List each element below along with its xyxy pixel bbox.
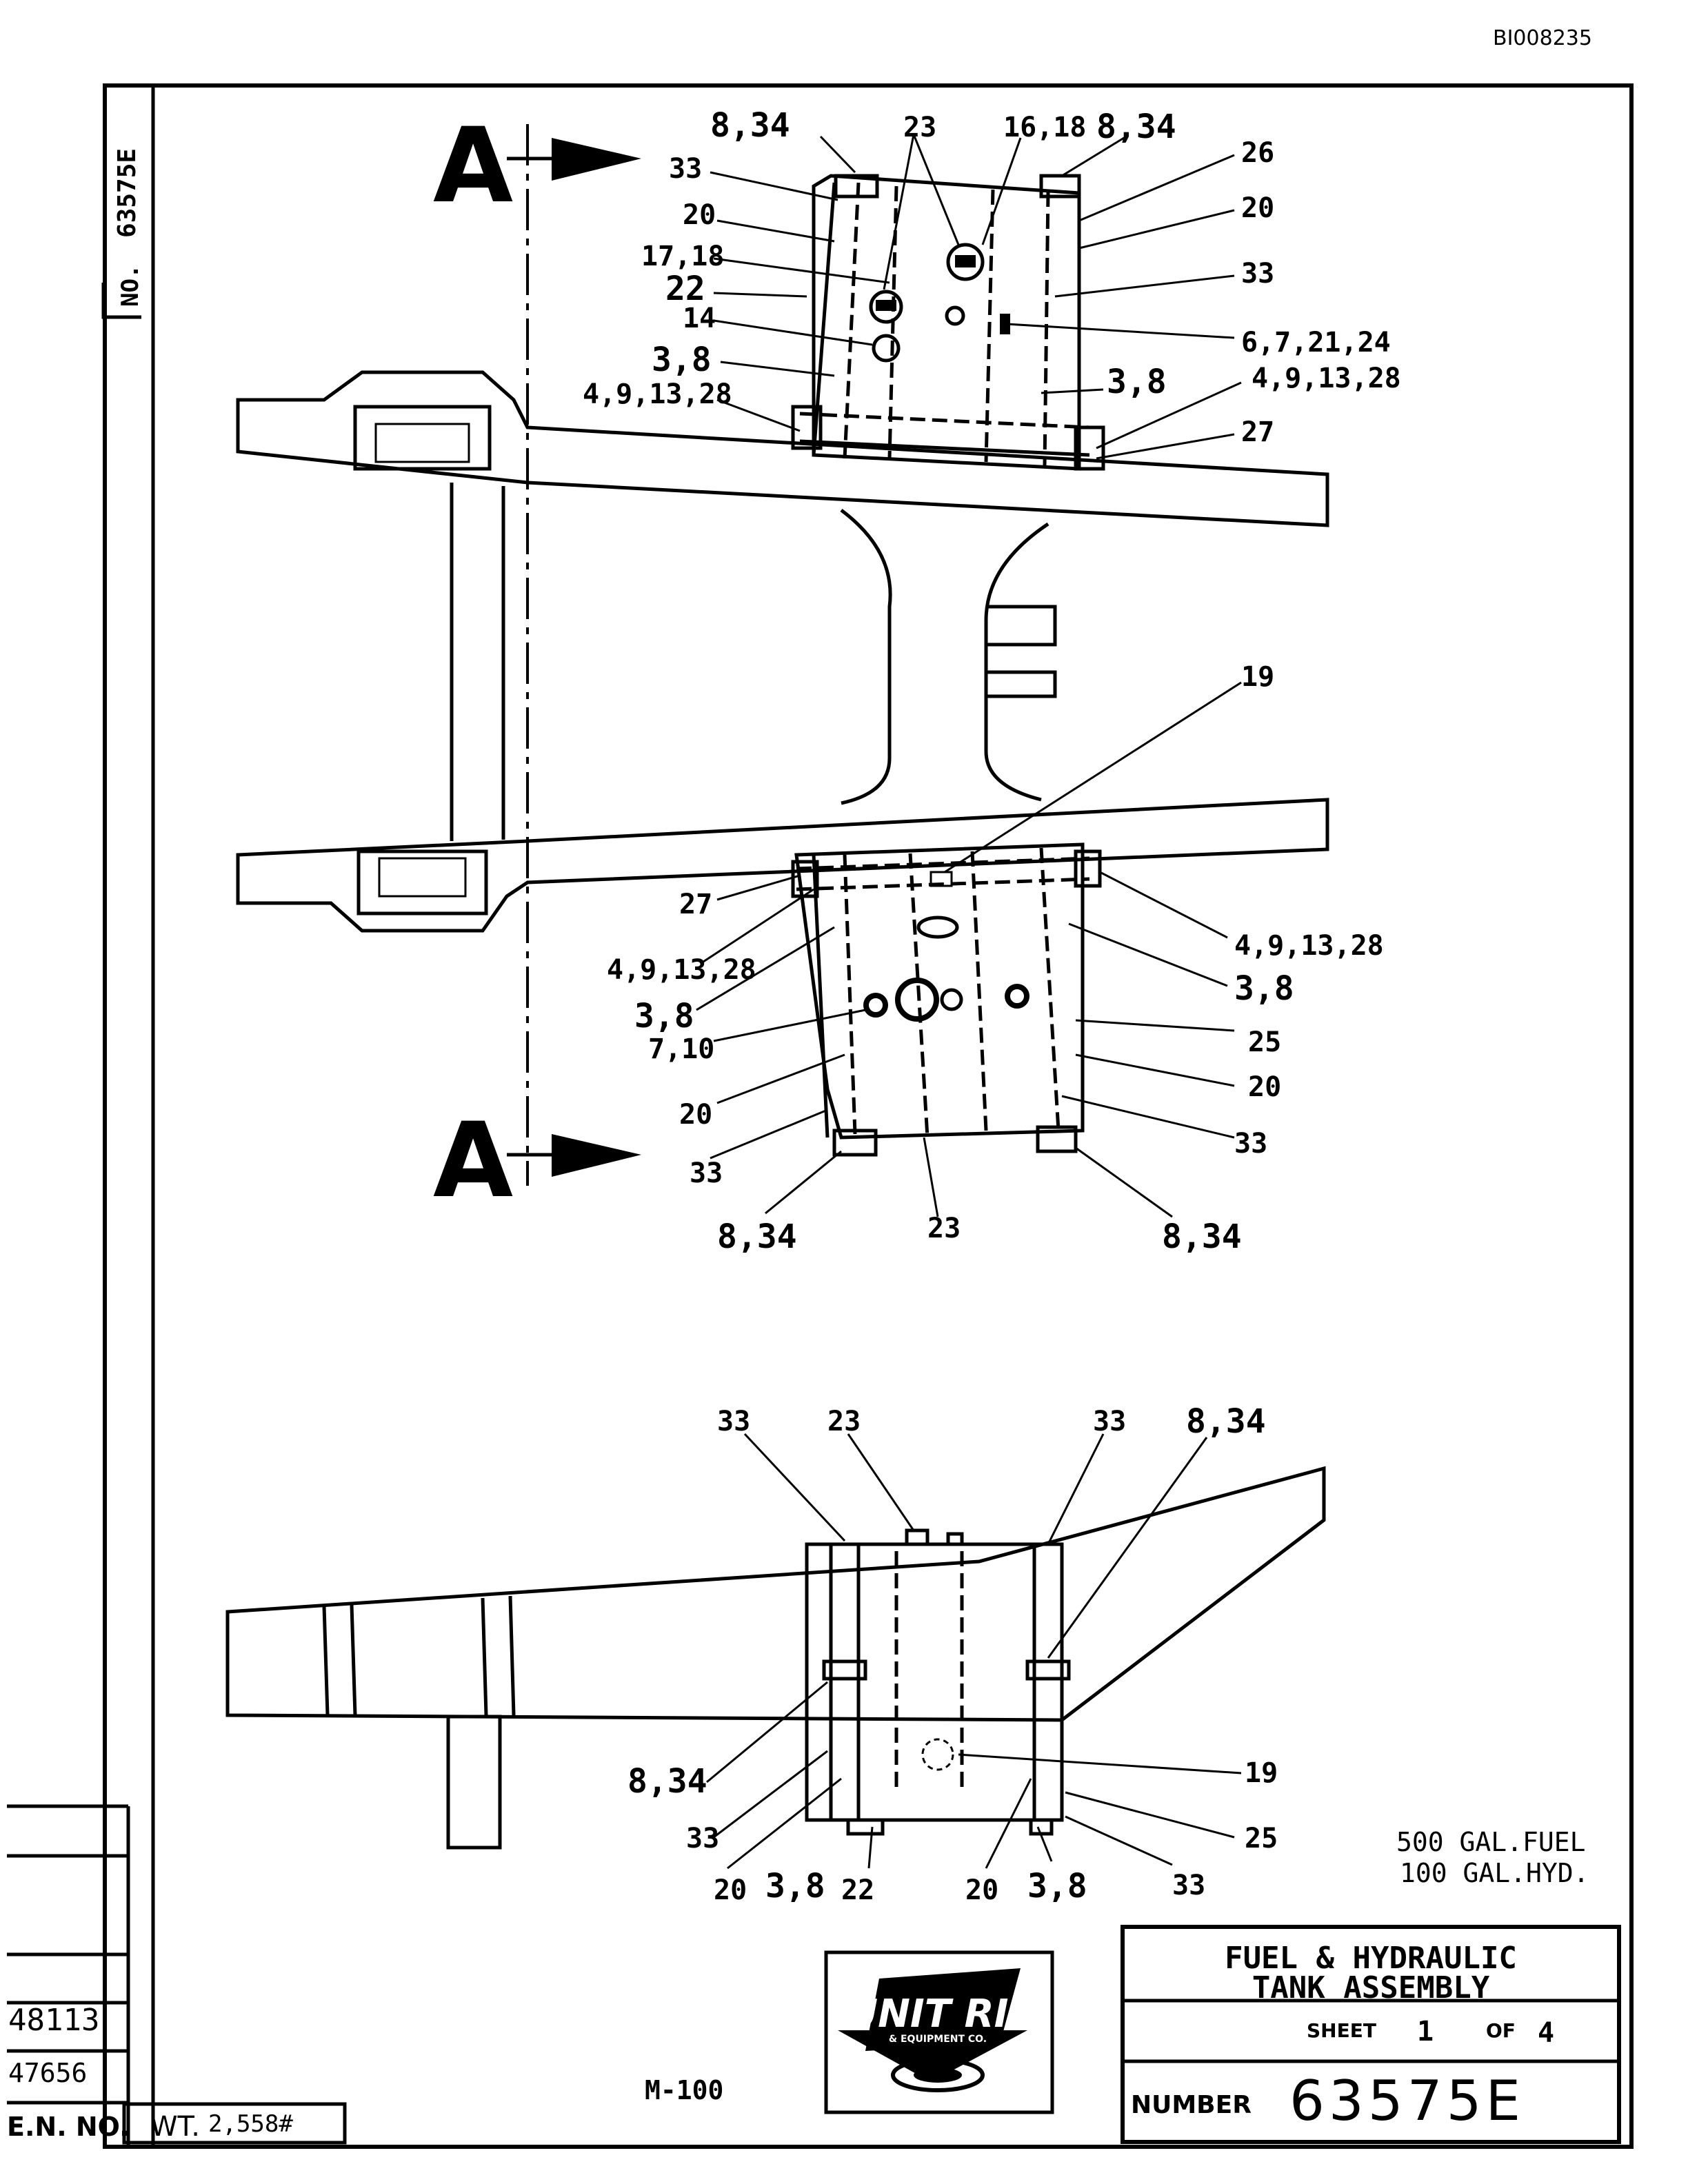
svg-text:A: A <box>433 1101 513 1221</box>
callout: 7,10 <box>648 1033 714 1065</box>
weight-block: WT. 2,558# <box>122 2102 347 2145</box>
side-drawing-number: 63575E <box>113 148 141 238</box>
svg-text:2,558#: 2,558# <box>208 2110 293 2138</box>
sheet-label: SHEET <box>1307 2019 1376 2042</box>
callout: 23 <box>927 1213 961 1244</box>
callout: 22 <box>841 1874 874 1906</box>
lower-tank <box>791 842 1102 1157</box>
title-line2: TANK ASSEMBLY <box>1252 1970 1490 2005</box>
capacity-hyd: 100 GAL.HYD. <box>1400 1858 1589 1888</box>
callout: 3,8 <box>1027 1867 1087 1905</box>
callout: 8,34 <box>1186 1402 1266 1441</box>
side-no-label: NO. <box>117 265 144 307</box>
callout: 19 <box>1241 661 1274 693</box>
top-view-frame <box>236 370 1329 933</box>
svg-text:UNIT RIG: UNIT RIG <box>847 1992 1041 2036</box>
callout: 23 <box>827 1406 861 1437</box>
callout: 8,34 <box>627 1762 707 1801</box>
callout: 33 <box>1172 1870 1205 1901</box>
drawing-border <box>103 83 1634 2149</box>
callout: 25 <box>1245 1823 1278 1854</box>
svg-text:47656: 47656 <box>8 2058 87 2088</box>
callout: 8,34 <box>1162 1217 1242 1256</box>
title-block: FUEL & HYDRAULIC TANK ASSEMBLY SHEET 1 O… <box>1121 1925 1621 2144</box>
number-label: NUMBER <box>1131 2091 1252 2119</box>
callout: 33 <box>690 1157 723 1189</box>
callout: 33 <box>1234 1128 1267 1160</box>
lower-tank-labels: 19 27 4,9,13,28 4,9,13,28 3,8 3,8 7,10 2… <box>607 661 1384 1256</box>
section-marker-bottom: A <box>433 1101 641 1221</box>
side-view-tank <box>805 1528 1071 1836</box>
svg-text:WT.: WT. <box>150 2111 200 2143</box>
callout: 22 <box>665 270 705 308</box>
callout: 25 <box>1248 1027 1281 1058</box>
callout: 20 <box>714 1874 747 1906</box>
callout: 8,34 <box>1096 108 1176 146</box>
svg-text:E.N. NO.: E.N. NO. <box>7 2112 130 2142</box>
callout: 8,34 <box>717 1217 797 1256</box>
callout: 3,8 <box>652 341 712 379</box>
side-no-bracket <box>101 283 141 319</box>
callout: 4,9,13,28 <box>583 378 732 410</box>
title-line1: FUEL & HYDRAULIC <box>1225 1941 1517 1976</box>
callout: 14 <box>683 303 716 334</box>
upper-tank <box>791 174 1105 471</box>
svg-text:& EQUIPMENT CO.: & EQUIPMENT CO. <box>889 2034 987 2045</box>
side-view-labels: 33 23 33 8,34 8,34 19 33 25 20 3,8 22 20… <box>627 1402 1278 1906</box>
callout: 33 <box>669 153 702 185</box>
drawing-number: 63575E <box>1289 2069 1525 2133</box>
sheet-number: 1 <box>1417 2016 1434 2048</box>
capacity-fuel: 500 GAL.FUEL <box>1396 1827 1586 1857</box>
callout: 4,9,13,28 <box>607 954 756 986</box>
callout: 19 <box>1245 1757 1278 1789</box>
callout: 23 <box>903 112 936 143</box>
callout: 17,18 <box>641 241 724 272</box>
callout: 3,8 <box>1107 363 1167 401</box>
callout: 33 <box>686 1823 719 1854</box>
callout: 33 <box>1241 258 1274 290</box>
callout: 8,34 <box>710 106 790 145</box>
callout: 20 <box>1248 1071 1281 1103</box>
of-label: OF <box>1486 2019 1516 2042</box>
callout: 27 <box>1241 416 1274 448</box>
callout: 4,9,13,28 <box>1234 930 1384 962</box>
callout: 3,8 <box>634 997 694 1035</box>
unit-rig-logo: UNIT RIG & EQUIPMENT CO. <box>824 1950 1054 2114</box>
callout: 3,8 <box>1234 969 1294 1008</box>
section-marker-top: A <box>433 106 641 226</box>
svg-text:48113: 48113 <box>8 2003 99 2038</box>
callout: 6,7,21,24 <box>1241 327 1391 358</box>
leader-lines <box>696 134 1242 1870</box>
callout: 20 <box>1241 192 1274 224</box>
side-view-frame <box>225 1466 1326 1850</box>
document-id: BI008235 <box>1493 26 1592 50</box>
callout: 16,18 <box>1003 112 1086 143</box>
callout: 20 <box>965 1874 998 1906</box>
callout: 26 <box>1241 137 1274 169</box>
callout: 3,8 <box>765 1867 825 1905</box>
callout: 33 <box>1093 1406 1126 1437</box>
sheet-total: 4 <box>1538 2017 1554 2049</box>
upper-tank-labels: 8,34 23 16,18 8,34 33 26 20 20 17,18 33 … <box>583 106 1401 448</box>
callout: 20 <box>679 1099 712 1131</box>
model-number: M-100 <box>645 2075 723 2105</box>
callout: 27 <box>679 889 712 920</box>
svg-text:A: A <box>433 106 513 226</box>
callout: 20 <box>683 199 716 231</box>
en-block: 48113 47656 E.N. NO. <box>7 1804 130 2147</box>
callout: 4,9,13,28 <box>1252 363 1401 394</box>
callout: 33 <box>717 1406 750 1437</box>
